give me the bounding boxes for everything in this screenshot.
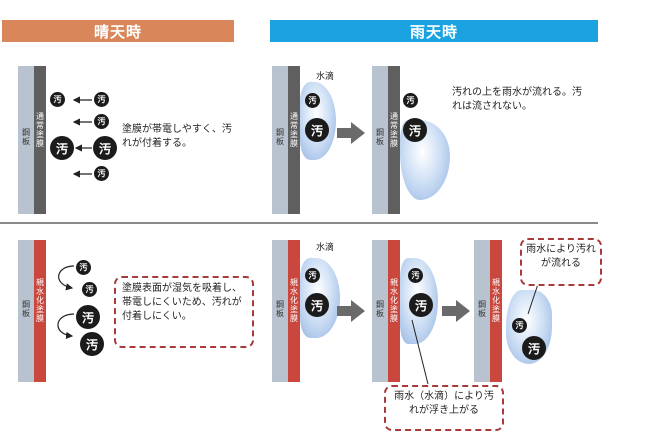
dirt-particle: 汚 bbox=[93, 136, 117, 160]
normal-coating bbox=[34, 66, 46, 214]
hydrophilic-coating-label: 親水化塗膜 bbox=[492, 278, 500, 323]
steel-plate bbox=[272, 240, 288, 382]
hydrophilic-coating-label: 親水化塗膜 bbox=[290, 278, 298, 323]
steel-plate bbox=[272, 66, 288, 214]
hydrophilic-coating bbox=[34, 240, 46, 382]
dirt-particle: 汚 bbox=[522, 336, 546, 360]
dirt-particle: 汚 bbox=[76, 260, 91, 275]
dirt-particle: 汚 bbox=[305, 268, 320, 283]
water-drop-label: 水滴 bbox=[316, 243, 335, 253]
steel-plate-label: 鋼板 bbox=[376, 128, 384, 146]
row-divider bbox=[0, 222, 598, 224]
steel-plate bbox=[372, 66, 388, 214]
dirt-particle: 汚 bbox=[80, 332, 104, 356]
hydro-sunny-text: 塗膜表面が湿気を吸着し、帯電しにくいため、汚れが付着しにくい。 bbox=[122, 283, 242, 322]
steel-plate bbox=[18, 66, 34, 214]
water-drop-label: 水滴 bbox=[316, 72, 335, 82]
dirt-particle: 汚 bbox=[403, 118, 427, 142]
hydrophilic-coating-label: 親水化塗膜 bbox=[36, 278, 44, 323]
pointer-line bbox=[411, 319, 429, 385]
repel-arrows bbox=[57, 265, 75, 339]
dirt-particle: 汚 bbox=[94, 166, 109, 181]
hydrophilic-coating-label: 親水化塗膜 bbox=[390, 278, 398, 323]
rainy-header: 雨天時 bbox=[270, 20, 598, 42]
dirt-particle: 汚 bbox=[305, 118, 329, 142]
hydrophilic-coating bbox=[288, 240, 300, 382]
hydro-sunny-callout: 塗膜表面が湿気を吸着し、帯電しにくいため、汚れが付着しにくい。 bbox=[114, 276, 254, 348]
steel-plate-label: 鋼板 bbox=[478, 300, 486, 318]
steel-plate-label: 鋼板 bbox=[376, 300, 384, 318]
hydro-rainy-flow-callout: 雨水により汚れが流れる bbox=[520, 238, 602, 286]
steel-plate-label: 鋼板 bbox=[276, 128, 284, 146]
attraction-arrows bbox=[72, 96, 92, 178]
dirt-particle: 汚 bbox=[512, 318, 527, 333]
steel-plate-label: 鋼板 bbox=[276, 300, 284, 318]
normal-sunny-text: 塗膜が帯電しやすく、汚れが付着する。 bbox=[122, 124, 232, 149]
normal-coating-label: 通常塗膜 bbox=[290, 112, 298, 148]
process-arrow bbox=[442, 300, 470, 322]
process-arrow bbox=[337, 300, 365, 322]
dirt-particle: 汚 bbox=[305, 93, 320, 108]
dirt-particle: 汚 bbox=[403, 93, 418, 108]
dirt-particle: 汚 bbox=[408, 268, 423, 283]
dirt-particle: 汚 bbox=[50, 136, 74, 160]
steel-plate-label: 鋼板 bbox=[22, 300, 30, 318]
hydrophilic-coating bbox=[490, 240, 502, 382]
hydro-rainy-lift-callout: 雨水（水滴）により汚れが浮き上がる bbox=[384, 385, 504, 431]
dirt-particle: 汚 bbox=[94, 114, 109, 129]
normal-coating-label: 通常塗膜 bbox=[36, 112, 44, 148]
dirt-particle: 汚 bbox=[94, 92, 109, 107]
steel-plate bbox=[372, 240, 388, 382]
normal-coating-label: 通常塗膜 bbox=[390, 112, 398, 148]
normal-coating bbox=[288, 66, 300, 214]
hydro-rainy-lift-text: 雨水（水滴）により汚れが浮き上がる bbox=[394, 391, 494, 416]
dirt-particle: 汚 bbox=[76, 305, 100, 329]
dirt-particle: 汚 bbox=[82, 282, 97, 297]
steel-plate bbox=[18, 240, 34, 382]
hydro-rainy-flow-text: 雨水により汚れが流れる bbox=[526, 244, 596, 269]
dirt-particle: 汚 bbox=[409, 293, 433, 317]
sunny-header: 晴天時 bbox=[2, 20, 234, 42]
steel-plate-label: 鋼板 bbox=[22, 128, 30, 146]
normal-coating bbox=[388, 66, 400, 214]
dirt-particle: 汚 bbox=[305, 293, 329, 317]
normal-rainy-text: 汚れの上を雨水が流れる。汚れは流されない。 bbox=[452, 87, 582, 112]
process-arrow bbox=[337, 122, 365, 144]
hydrophilic-coating bbox=[388, 240, 400, 382]
dirt-particle: 汚 bbox=[50, 92, 65, 107]
steel-plate bbox=[474, 240, 490, 382]
